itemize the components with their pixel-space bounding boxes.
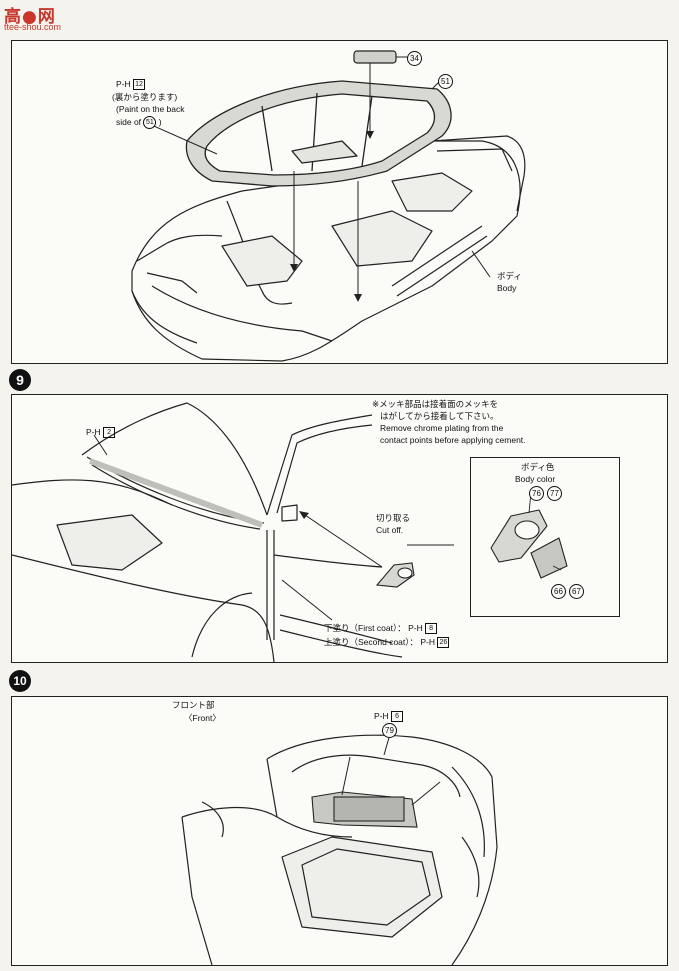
- step-8-body-drawing: [131, 50, 526, 362]
- step-10-front-drawing: [181, 733, 498, 965]
- body-label-jp: ボディ: [497, 271, 522, 281]
- part-number-76: 76: [529, 486, 544, 501]
- second-coat-code: 26: [437, 637, 450, 649]
- paint-code-box: 2: [103, 427, 116, 439]
- step-9-number: 9: [9, 369, 31, 391]
- site-logo: 高●网 ttee-shou.com: [4, 2, 94, 36]
- note-part-51: 51: [143, 116, 157, 129]
- paint-prefix: P-H: [86, 427, 101, 437]
- part-number-79: 79: [382, 723, 397, 738]
- paint-code-step9: P-H 2: [86, 427, 116, 439]
- chrome-note-en-2: contact points before applying cement.: [380, 435, 526, 445]
- part-number-77: 77: [547, 486, 562, 501]
- chrome-note-jp-2: はがしてから接着して下さい。: [380, 411, 499, 421]
- first-coat-prefix: P-H: [408, 623, 423, 633]
- second-coat-line: 上塗り（Second coat）： P-H 26: [324, 637, 450, 649]
- note-side-of: side of: [116, 116, 142, 127]
- cut-label-en: Cut off.: [376, 525, 404, 535]
- cut-label-jp: 切り取る: [376, 513, 411, 523]
- chrome-note-en-1: Remove chrome plating from the: [380, 423, 504, 433]
- logo-url: ttee-shou.com: [4, 22, 62, 32]
- first-coat-line: 下塗り（First coat）： P-H 8: [324, 623, 438, 635]
- part-number-51: 51: [438, 74, 453, 89]
- step-10-number: 10: [9, 670, 31, 692]
- chrome-note-jp-1: ※メッキ部品は接着面のメッキを: [372, 399, 499, 409]
- part-number-67: 67: [569, 584, 584, 599]
- note-back-paint-en-2: side of 51 ): [116, 116, 162, 129]
- paint-prefix: P-H: [116, 79, 131, 89]
- step-9-panel: P-H 2 ※メッキ部品は接着面のメッキを はがしてから接着して下さい。 Rem…: [11, 394, 668, 663]
- mirror-detail-box: ボディ色 Body color 76 77 66 67: [470, 457, 620, 617]
- body-color-en: Body color: [515, 474, 556, 484]
- note-back-paint-en-1: (Paint on the back: [116, 104, 185, 114]
- front-label-jp: フロント部: [172, 700, 215, 710]
- mirror-detail-drawing: [490, 491, 568, 579]
- part-number-34: 34: [407, 51, 422, 66]
- paint-code-box: 6: [391, 711, 404, 723]
- step-9-body-drawing: [12, 402, 454, 662]
- body-color-jp: ボディ色: [521, 462, 555, 472]
- part-number-66: 66: [551, 584, 566, 599]
- paint-code-box: 12: [133, 79, 146, 91]
- note-close: ): [158, 116, 162, 127]
- paint-code-step10: P-H 6: [374, 711, 404, 723]
- paint-code-step8: P-H 12: [116, 79, 146, 91]
- second-coat-label: 上塗り（Second coat）：: [324, 637, 419, 647]
- first-coat-code: 8: [425, 623, 438, 635]
- front-label-en: 〈Front〉: [184, 713, 221, 723]
- second-coat-prefix: P-H: [420, 637, 436, 647]
- logo-mark: 高●网: [4, 7, 56, 27]
- paint-prefix: P-H: [374, 711, 389, 721]
- step-10-panel: フロント部 〈Front〉 P-H 6 79: [11, 696, 668, 966]
- first-coat-label: 下塗り（First coat）：: [324, 623, 406, 633]
- note-back-paint-jp: (裏から塗ります): [112, 92, 178, 102]
- step-8-panel: 34 51 P-H 12 (裏から塗ります) (Paint on the bac…: [11, 40, 668, 364]
- body-label-en: Body: [497, 283, 517, 293]
